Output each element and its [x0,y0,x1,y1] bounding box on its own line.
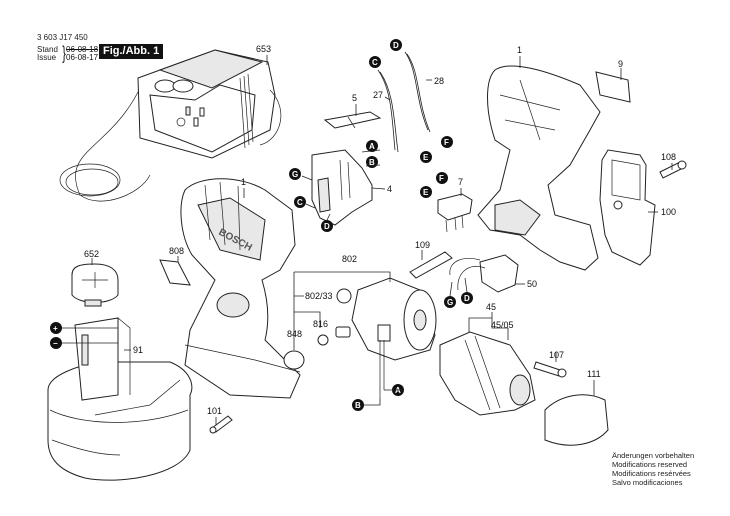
part-label-50: 50 [527,279,537,289]
part-label-91: 91 [133,345,143,355]
connector-d-switch: D [321,220,333,232]
part-label-4: 4 [387,184,392,194]
part-label-109: 109 [415,240,430,250]
issue-date: 06-08-17 [66,53,99,62]
document-number: 3 603 J17 450 [37,33,88,42]
svg-text:A: A [395,386,401,395]
svg-text:G: G [292,170,298,179]
part-label-101: 101 [207,406,222,416]
brush-816 [317,326,351,346]
svg-text:D: D [324,222,330,231]
part-label-108: 108 [661,152,676,162]
part-label-27: 27 [373,90,383,100]
connector-c-top: C [369,56,381,68]
connector-g-50: G [444,296,456,308]
connector-d-top: D [390,39,402,51]
part-label-802-33: 802/33 [305,291,333,301]
part-label-107: 107 [549,350,564,360]
cable-27 [377,69,396,151]
cable-28 [404,51,429,131]
part-label-848: 848 [287,329,302,339]
svg-text:B: B [369,158,375,167]
issue-label: Issue [37,53,57,62]
part-label-7: 7 [458,177,463,187]
connector-plus: + [50,322,62,334]
connector-f-top: F [441,136,453,148]
part-label-816: 816 [313,319,328,329]
connector-f-block: F [436,172,448,184]
svg-text:C: C [372,58,378,67]
gear-housing-45 [439,331,536,416]
part-label-100: 100 [661,207,676,217]
svg-text:F: F [444,138,449,147]
label-9 [595,71,631,103]
connector-e-top: E [420,151,432,163]
connector-e-block: E [420,186,432,198]
bit-109 [409,251,453,279]
svg-text:D: D [393,41,399,50]
notice-es: Salvo modificaciones [612,478,683,487]
part-label-1-right: 1 [517,45,522,55]
connector-d-50: D [461,292,473,304]
svg-text:+: + [53,324,58,333]
notice-de: Änderungen vorbehalten [612,451,695,460]
charger-653 [59,49,282,202]
brush-cap-848 [283,350,305,370]
svg-text:C: C [297,198,303,207]
svg-text:−: − [53,339,58,348]
svg-text:D: D [464,294,470,303]
slider-5 [323,111,382,129]
notice-en: Modifications reserved [612,460,688,469]
modifications-notice: Änderungen vorbehalten Modifications res… [612,451,694,487]
part-label-808: 808 [169,246,184,256]
part-label-45: 45 [486,302,496,312]
figure-label: Fig./Abb. 1 [99,44,164,59]
part-label-111: 111 [587,369,601,379]
connector-c-switch: C [294,196,306,208]
belt-clip-100 [599,149,656,266]
ring-802-33 [336,288,352,304]
motor-802 [351,277,437,398]
connector-minus: − [50,337,62,349]
part-label-45-05: 45/05 [491,320,514,330]
part-label-653: 653 [256,44,271,54]
battery-91 [47,317,193,481]
sleeve-111 [544,394,609,446]
connector-a-switch: A [366,140,378,152]
housing-right-1 [477,65,601,271]
connector-markers: D C F E A B G C D F E G D A B + − [50,39,473,411]
svg-text:G: G [447,298,453,307]
part-label-1-left: 1 [241,177,246,187]
part-label-652: 652 [84,249,99,259]
part-label-802: 802 [342,254,357,264]
stand-date: 06-08-18 [66,45,99,54]
terminal-block-7 [437,193,473,233]
svg-text:E: E [423,153,429,162]
part-label-28: 28 [434,76,444,86]
svg-text:F: F [439,174,444,183]
brace-symbol: } [62,43,66,63]
screw-108 [659,160,687,179]
leader-lines [62,55,673,425]
label-808 [159,259,191,286]
connector-g-switch: G [289,168,301,180]
svg-text:A: A [369,142,375,151]
housing-left-1: BOSCH [180,178,301,399]
screw-107 [533,361,561,377]
switch-4 [311,149,373,226]
part-label-9: 9 [618,59,623,69]
svg-text:E: E [423,188,429,197]
stand-label: Stand [37,45,58,54]
battery-cap-652 [71,263,119,307]
connector-b-motor: B [352,399,364,411]
svg-text:B: B [355,401,361,410]
switch-50 [449,254,519,293]
part-label-5: 5 [352,93,357,103]
notice-fr: Modifications resérvées [612,469,691,478]
